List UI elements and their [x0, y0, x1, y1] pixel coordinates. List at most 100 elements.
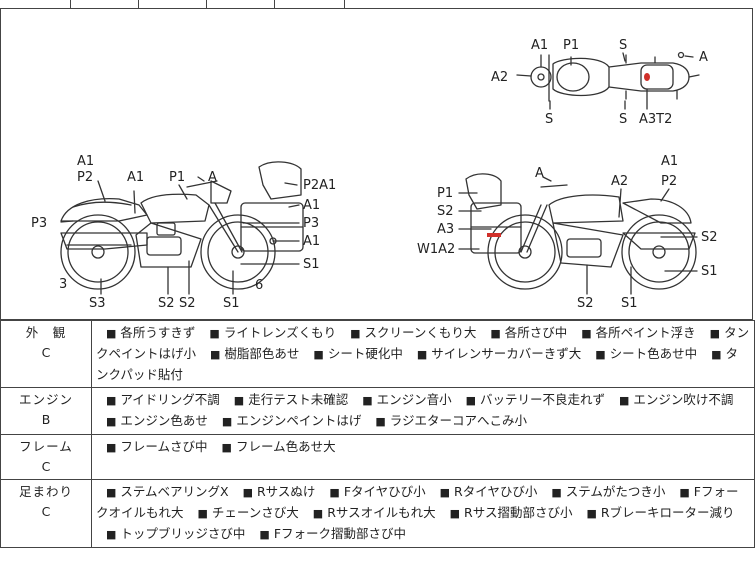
condition-item: 各所ペイント浮き [571, 325, 695, 340]
part-label: A1 [303, 234, 320, 249]
category-grade: C [41, 345, 51, 360]
condition-item: フレーム色あせ大 [212, 439, 336, 454]
condition-table: 外 観 C 各所うすきず ライトレンズくもり スクリーンくもり大 各所さび中 各所ペ… [0, 320, 755, 548]
part-label: A1 [303, 198, 320, 213]
condition-items-cell: ステムベアリングX Rサスぬけ Fタイヤひび小 Rタイヤひび小 ステムがたつき小… [91, 479, 755, 548]
condition-item: Fフォーク摺動部さび中 [249, 526, 406, 541]
motorcycle-diagram-svg: A1 P1 S A A2 S S A3T2 A1 P2 A1 P1 A P2A1… [31, 38, 718, 311]
part-label: S2 [437, 204, 454, 219]
top-view-labels: A1 P1 S A A2 S S A3T2 [491, 38, 708, 127]
condition-item: エンジンペイントはげ [212, 413, 361, 428]
condition-items-cell: フレームさび中 フレーム色あせ大 [91, 434, 755, 480]
category-name: エンジン [18, 392, 73, 407]
condition-item: ステムがたつき小 [541, 484, 665, 499]
part-label: P3 [303, 216, 319, 231]
part-label: S2 [701, 230, 718, 245]
condition-item: スクリーンくもり大 [340, 325, 476, 340]
condition-item: シート色あせ中 [585, 346, 697, 361]
condition-item: Rサスオイルもれ大 [303, 505, 436, 520]
condition-item: エンジン色あせ [96, 413, 208, 428]
condition-row: エンジン B アイドリング不調 走行テスト未確認 エンジン音小 バッテリー不良走れず… [0, 387, 755, 435]
top-table-strip [0, 0, 755, 8]
part-label: P2A1 [303, 178, 336, 193]
condition-item: シート硬化中 [303, 346, 402, 361]
category-grade: C [41, 459, 51, 474]
condition-item: Fタイヤひび小 [319, 484, 425, 499]
condition-item: 各所うすきず [96, 325, 195, 340]
condition-item: トップブリッジさび中 [96, 526, 245, 541]
top-cell [274, 0, 345, 8]
part-label: S1 [223, 296, 240, 311]
condition-row: 外 観 C 各所うすきず ライトレンズくもり スクリーンくもり大 各所さび中 各所ペ… [0, 320, 755, 388]
damage-mark-top [644, 73, 650, 81]
part-label: P2 [661, 174, 677, 189]
condition-item: Rサス摺動部さび小 [440, 505, 573, 520]
condition-items-cell: アイドリング不調 走行テスト未確認 エンジン音小 バッテリー不良走れず エンジン… [91, 387, 755, 435]
condition-item: 走行テスト未確認 [224, 392, 348, 407]
damage-marks [487, 73, 650, 237]
condition-item: Rサスぬけ [233, 484, 316, 499]
part-label: A1 [531, 38, 548, 53]
part-label: 6 [255, 278, 263, 293]
part-label: S2 [158, 296, 175, 311]
category-grade: B [41, 412, 51, 427]
top-cell [138, 0, 207, 8]
condition-item: エンジン音小 [352, 392, 451, 407]
condition-item: フレームさび中 [96, 439, 208, 454]
part-label: S1 [621, 296, 638, 311]
part-label: P1 [437, 186, 453, 201]
condition-item: Rブレーキローター減り [576, 505, 734, 520]
part-label: S [619, 38, 627, 53]
part-label: P2 [77, 170, 93, 185]
right-view-motorcycle [465, 173, 697, 290]
top-cell [70, 0, 139, 8]
part-label: A3T2 [639, 112, 672, 127]
part-label: S1 [701, 264, 718, 279]
part-label: A2 [491, 70, 508, 85]
part-label: S2 [577, 296, 594, 311]
condition-item: 各所さび中 [480, 325, 567, 340]
part-label: A2 [611, 174, 628, 189]
top-cell [0, 0, 71, 8]
condition-row: 足まわり C ステムベアリングX Rサスぬけ Fタイヤひび小 Rタイヤひび小 ステム… [0, 479, 755, 548]
condition-category-cell: 足まわり C [0, 479, 92, 548]
part-label: 3 [59, 277, 67, 292]
part-label: A3 [437, 222, 454, 237]
condition-items-cell: 各所うすきず ライトレンズくもり スクリーンくもり大 各所さび中 各所ペイント浮… [91, 320, 755, 388]
part-label: A1 [77, 154, 94, 169]
condition-item: 樹脂部色あせ [200, 346, 299, 361]
condition-category-cell: フレーム C [0, 434, 92, 480]
part-label: W1A2 [417, 242, 455, 257]
category-grade: C [41, 504, 51, 519]
condition-row: フレーム C フレームさび中 フレーム色あせ大 [0, 434, 755, 480]
condition-item: Rタイヤひび小 [430, 484, 538, 499]
condition-item: バッテリー不良走れず [456, 392, 605, 407]
category-name: 外 観 [25, 325, 67, 340]
part-label: S1 [303, 257, 320, 272]
condition-item: ラジエターコアへこみ小 [365, 413, 527, 428]
part-label: P1 [563, 38, 579, 53]
condition-category-cell: 外 観 C [0, 320, 92, 388]
damage-mark-right [487, 233, 501, 237]
left-view-motorcycle [60, 161, 304, 290]
part-label: A [535, 166, 544, 181]
part-label: A1 [661, 154, 678, 169]
part-label: A1 [127, 170, 144, 185]
part-label: S [619, 112, 627, 127]
category-name: フレーム [19, 439, 73, 454]
part-label: A [208, 170, 217, 185]
category-name: 足まわり [18, 484, 73, 499]
part-label: P3 [31, 216, 47, 231]
condition-category-cell: エンジン B [0, 387, 92, 435]
condition-item: エンジン吹け不調 [609, 392, 733, 407]
part-label: P1 [169, 170, 185, 185]
part-label: S [545, 112, 553, 127]
condition-item: ステムベアリングX [96, 484, 229, 499]
part-label: S2 [179, 296, 196, 311]
condition-item: アイドリング不調 [96, 392, 220, 407]
condition-item: チェーンさび大 [188, 505, 299, 520]
damage-diagram: A1 P1 S A A2 S S A3T2 A1 P2 A1 P1 A P2A1… [0, 8, 753, 320]
condition-item: ライトレンズくもり [199, 325, 336, 340]
top-view-motorcycle [530, 51, 700, 102]
